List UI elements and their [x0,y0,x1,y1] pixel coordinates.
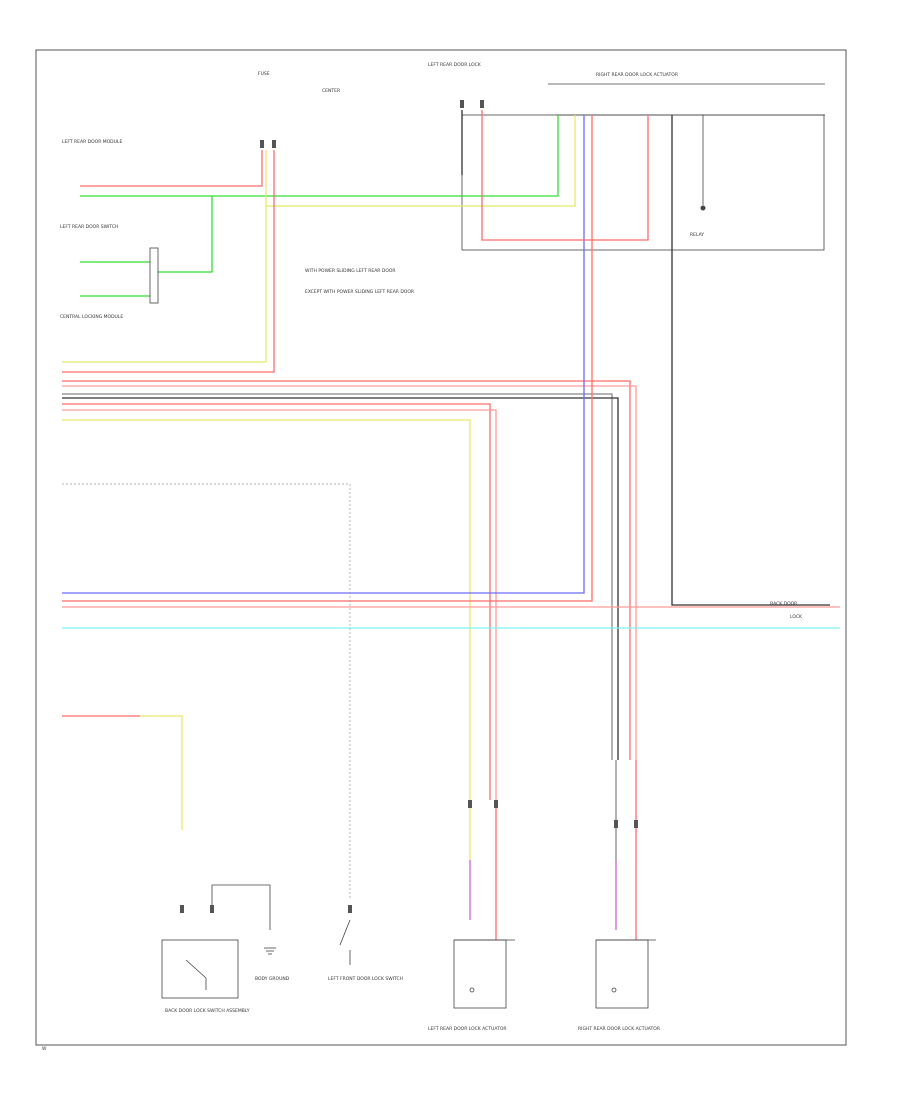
wire-red-2 [62,150,275,373]
left-switch-box [149,247,159,304]
left-motor-icon [469,987,475,993]
wire-red-6 [481,110,649,241]
wire-yellow-3 [62,419,471,800]
right-actuator-box [595,939,649,1009]
dashed-line-1 [70,483,351,900]
label-bottom-actuator-2: RIGHT REAR DOOR LOCK ACTUATOR [578,1026,660,1032]
right-motor-icon [611,987,617,993]
left-actuator-box [453,939,507,1009]
wire-black-1 [62,397,619,760]
label-top-left-module: LEFT REAR DOOR MODULE [62,139,122,145]
label-right-box: RELAY [690,232,704,238]
label-bottom-switch-1: BACK DOOR LOCK SWITCH ASSEMBLY [165,1008,250,1014]
wire-blue-1 [62,115,585,594]
wire-yellow-4 [140,715,183,830]
wire-gray-1 [62,393,613,760]
wire-yellow-1 [62,150,267,363]
wire-red-3 [62,380,631,760]
label-note-2: EXCEPT WITH POWER SLIDING LEFT REAR DOOR [305,289,414,295]
wire-red-4 [62,403,491,800]
wire-pink-2 [62,409,497,800]
wire-red-5 [62,115,593,602]
label-note-1: WITH POWER SLIDING LEFT REAR DOOR [305,268,396,274]
ground-icon [264,947,276,955]
label-right-edge-1: BACK DOOR [770,601,797,607]
back-door-switch-box [161,939,239,999]
connector-markers [180,100,638,913]
wire-red-1 [80,150,263,187]
wires-group [62,110,840,940]
wire-green-1 [80,115,559,197]
ground-wire [211,884,271,930]
relay-ground-icon [700,115,706,211]
label-center-module: CENTRAL LOCKING MODULE [60,314,123,320]
label-left-switch: LEFT REAR DOOR SWITCH [60,224,118,230]
label-bottom-actuator-1: LEFT REAR DOOR LOCK ACTUATOR [428,1026,507,1032]
diagram-frame [35,49,847,1046]
relay-box [461,114,825,251]
wire-yellow-2 [266,115,576,207]
label-top-right-conn: RIGHT REAR DOOR LOCK ACTUATOR [596,72,678,78]
wire-green-4 [158,196,213,273]
label-top-left-conn: LEFT REAR DOOR LOCK [428,62,482,68]
label-top-fuse: FUSE [258,71,270,77]
label-top-note: CENTER [322,88,340,94]
wire-pink-1 [62,385,637,760]
label-right-edge-2: LOCK [790,614,803,620]
wire-black-2 [671,115,830,606]
label-footer: W [42,1046,47,1052]
left-front-switch-symbol [339,919,351,965]
label-bottom-gnd: BODY GROUND [255,976,290,982]
label-bottom-switch-2: LEFT FRONT DOOR LOCK SWITCH [328,976,403,982]
back-door-switch-symbol [185,959,207,990]
